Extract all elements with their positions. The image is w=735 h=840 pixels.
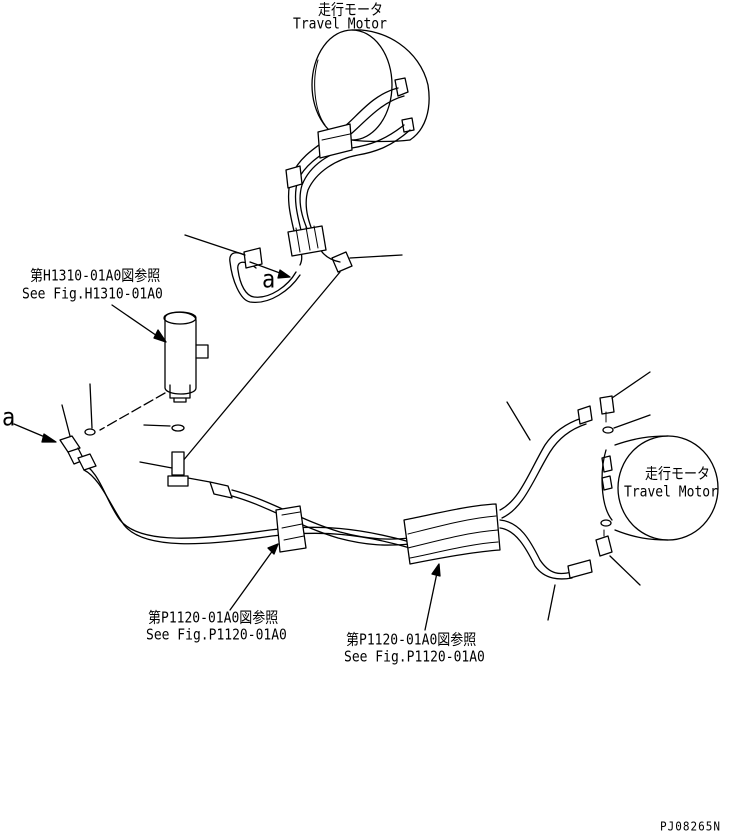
ref-p1120-left-label-en: See Fig.P1120-01A0 — [146, 627, 287, 645]
motor-right-label-en: Travel Motor — [624, 484, 718, 502]
connection-dashed — [99, 392, 166, 431]
elbow-fitting-right-bottom — [595, 529, 641, 586]
callout-letter-a-top: a — [262, 265, 276, 295]
ref-h1310-label-en: See Fig.H1310-01A0 — [22, 286, 163, 304]
ref-p1120-right-label-jp: 第P1120-01A0図参照 — [346, 632, 477, 650]
motor-right-label-jp: 走行モータ — [645, 466, 711, 484]
motor-top-label-jp: 走行モータ — [318, 2, 384, 20]
travel-motor-right — [601, 435, 719, 541]
leader-line — [547, 584, 556, 621]
hose-main-center — [209, 481, 411, 546]
ref-h1310-label-jp: 第H1310-01A0図参照 — [30, 268, 161, 286]
travel-motor-top — [311, 29, 430, 143]
o-ring-small — [84, 383, 96, 436]
valve-component — [111, 304, 209, 403]
loop-hose-a — [184, 234, 301, 303]
o-ring-right-bottom — [600, 519, 612, 527]
tee-fitting — [139, 451, 211, 487]
motor-top-label-en: Travel Motor — [293, 16, 387, 34]
o-ring-right-top — [602, 414, 651, 434]
leader-line — [181, 271, 341, 463]
callout-letter-a-left: a — [2, 403, 16, 433]
hose-bundle-right — [499, 405, 593, 580]
hose-clamp-left — [275, 505, 307, 553]
leader-line — [506, 401, 531, 441]
ref-p1120-right-label-en: See Fig.P1120-01A0 — [344, 649, 485, 667]
callout-arrow-p1120-left — [229, 543, 279, 611]
elbow-fitting-left — [13, 404, 85, 465]
hose-bundle-top — [285, 87, 411, 273]
callout-arrow-a-top — [249, 261, 291, 279]
hose-clamp-right — [403, 503, 501, 565]
ref-p1120-left-label-jp: 第P1120-01A0図参照 — [148, 610, 279, 628]
leader-line — [349, 254, 403, 259]
o-ring-left — [143, 424, 185, 432]
hose-main-left — [77, 453, 411, 549]
callout-arrow-p1120-right — [424, 563, 441, 631]
elbow-fitting-right-top — [599, 371, 651, 423]
part-code: PJ08265N — [660, 819, 721, 835]
